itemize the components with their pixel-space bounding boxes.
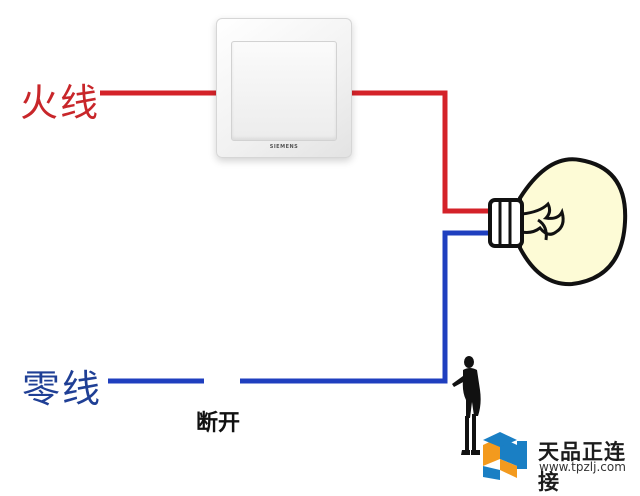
neutral-wire-right: [240, 230, 492, 384]
switch-brand: SIEMENS: [269, 144, 299, 150]
neutral-wire-label: 零线: [22, 367, 103, 411]
person-silhouette-icon: [452, 356, 481, 455]
break-point-label: 断开: [196, 411, 241, 436]
light-bulb-icon: [488, 157, 628, 287]
switch-rocker: [231, 41, 337, 141]
watermark-url: www.tpzlj.com: [539, 460, 626, 474]
live-wire-right: [350, 90, 492, 214]
circuit-diagram: [100, 90, 628, 480]
watermark-logo-icon: [483, 432, 527, 480]
wall-switch: SIEMENS: [216, 18, 352, 158]
live-wire-label: 火线: [20, 81, 101, 125]
